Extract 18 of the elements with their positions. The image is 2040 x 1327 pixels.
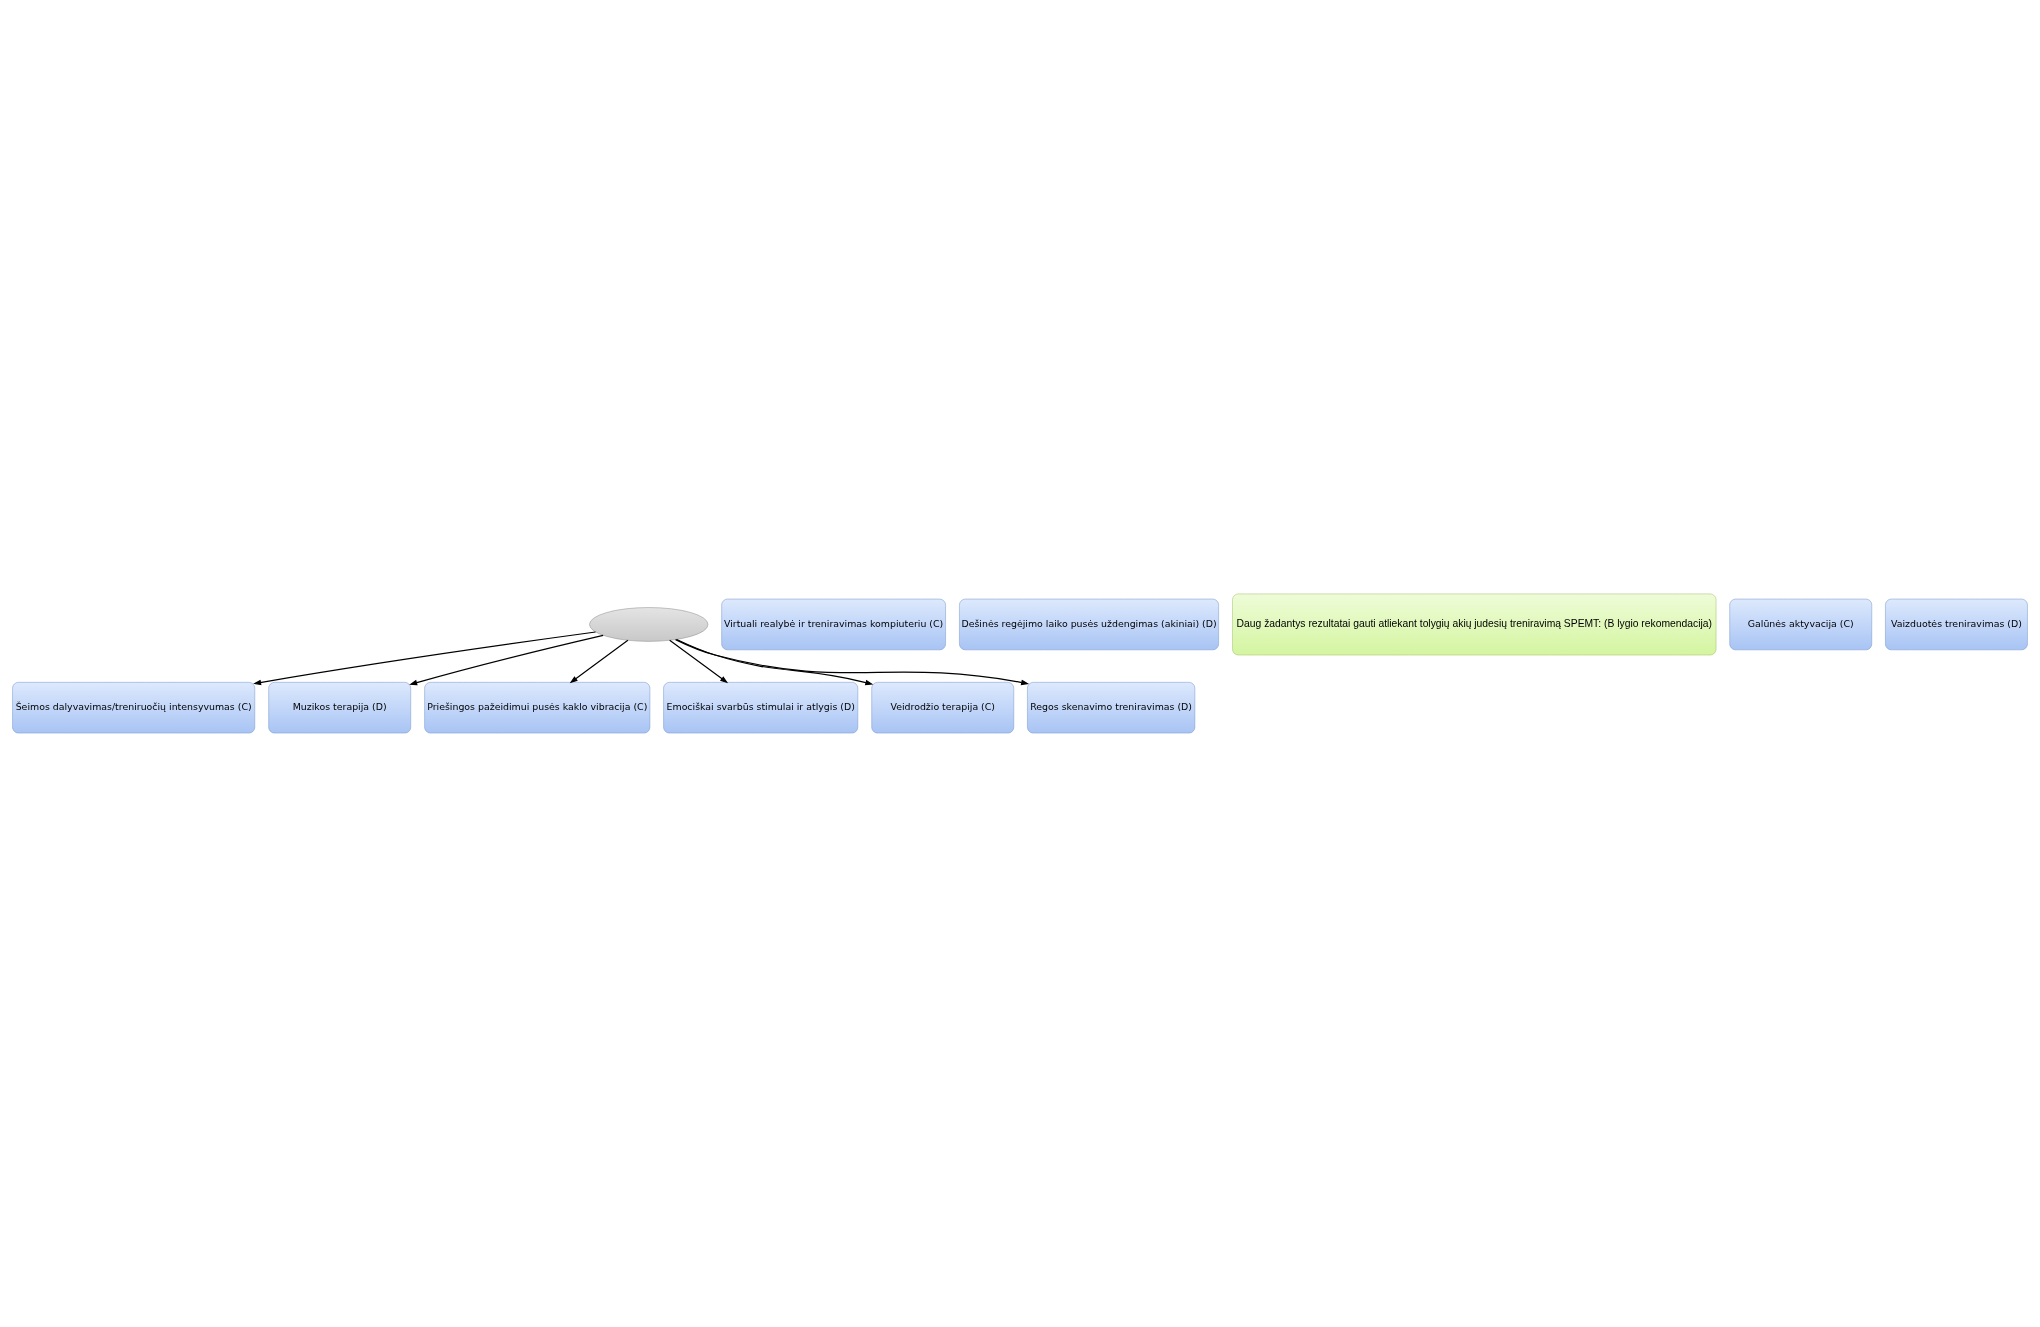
node-box: Daug žadantys rezultatai gauti atliekant tolygių akių judesių treniravimą SPEMT: (B lygio rekomendacija) xyxy=(1232,593,1717,656)
node-box: Regos skenavimo treniravimas (D) xyxy=(1027,682,1196,734)
node-box: Virtuali realybė ir treniravimas kompiuteriu (C) xyxy=(721,598,946,651)
node-box: Galūnės aktyvacija (C) xyxy=(1729,598,1872,651)
node-box: Veidrodžio terapija (C) xyxy=(871,682,1014,734)
arrow xyxy=(676,638,874,686)
arrow xyxy=(409,634,604,686)
arrow xyxy=(569,639,629,684)
node-box: Vaizduotės treniravimas (D) xyxy=(1885,598,2028,651)
node-box: Emociškai svarbūs stimulai ir atlygis (D) xyxy=(663,682,859,734)
arrow xyxy=(675,639,1030,686)
node-box: Muzikos terapija (D) xyxy=(268,682,411,734)
node-box: Priešingos pažeidimui pusės kaklo vibracija (C) xyxy=(424,682,651,734)
node-box: Šeimos dalyvavimas/treniruočių intensyvumas (C) xyxy=(12,682,256,734)
arrow xyxy=(253,631,597,686)
node-ellipse xyxy=(589,607,709,642)
node-box: Dešinės regėjimo laiko pusės uždengimas (akiniai) (D) xyxy=(959,598,1219,651)
arrow xyxy=(669,639,729,684)
